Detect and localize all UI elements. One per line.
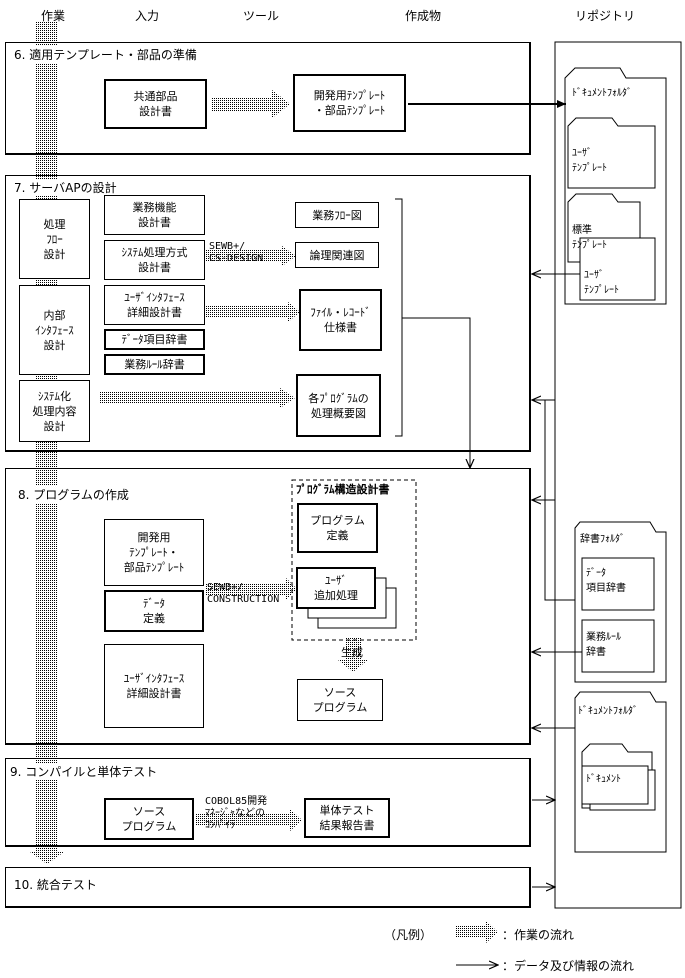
business-flow-diagram: 業務ﾌﾛｰ図	[295, 202, 379, 228]
standard-template-folder	[567, 193, 656, 301]
section-10	[5, 867, 531, 908]
work-flow-arrows-s8	[206, 578, 368, 672]
dev-template-input: 開発用 ﾃﾝﾌﾟﾚｰﾄ・ 部品ﾃﾝﾌﾟﾚｰﾄ	[104, 519, 204, 586]
legend-data-flow: ：データ及び情報の流れ	[502, 959, 635, 973]
generate-label: 生成	[341, 646, 363, 659]
document-folder-1-label: ﾄﾞｷｭﾒﾝﾄﾌｫﾙﾀﾞ	[572, 88, 632, 99]
system-process-method-doc: ｼｽﾃﾑ処理方式 設計書	[104, 240, 205, 280]
dev-template-output: 開発用ﾃﾝﾌﾟﾚｰﾄ ・部品ﾃﾝﾌﾟﾚｰﾄ	[293, 74, 406, 132]
source-program-input: ソース プログラム	[104, 798, 194, 840]
header-repository: リポジトリ	[575, 9, 636, 23]
section-9-title: 9. コンパイルと単体テスト	[9, 763, 159, 780]
repository-column	[554, 41, 682, 909]
user-template-label: ﾕｰｻﾞ ﾃﾝﾌﾟﾚｰﾄ	[572, 148, 607, 174]
business-rule-dictionary: 業務ﾙｰﾙ辞書	[104, 354, 205, 375]
tool-cobol85: COBOL85開発 ﾏﾈｰｼﾞｬなどの ｺﾝﾊﾟｲﾗ	[205, 796, 268, 831]
work-flow-arrow-s6	[212, 90, 290, 118]
section-10-title: 10. 統合テスト	[13, 876, 98, 893]
section-6-title: 6. 適用テンプレート・部品の準備	[13, 46, 198, 63]
legend-title: （凡例）	[384, 928, 433, 942]
dictionary-folder	[574, 521, 667, 683]
document-folder-2	[574, 691, 667, 853]
data-definition: ﾃﾞｰﾀ 定義	[104, 590, 204, 632]
standard-template-label: 標準 ﾃﾝﾌﾟﾚｰﾄ	[572, 225, 607, 251]
program-structure-doc-label: ﾌﾟﾛｸﾞﾗﾑ構造設計書	[296, 483, 390, 496]
logical-relation-diagram: 論理関連図	[295, 242, 379, 268]
business-rule-dictionary-repo: 業務ﾙｰﾙ 辞書	[586, 632, 621, 658]
internal-interface-design: 内部 ｲﾝﾀﾌｪｰｽ 設計	[19, 285, 90, 375]
header-work: 作業	[41, 9, 66, 23]
program-definition: プログラム 定義	[297, 503, 378, 553]
section-8-title: 8. プログラムの作成	[17, 486, 130, 503]
source-program-output: ソース プログラム	[297, 679, 383, 721]
file-record-spec: ﾌｧｲﾙ・ﾚｺｰﾄﾞ 仕様書	[299, 289, 382, 351]
data-item-dictionary: ﾃﾞｰﾀ項目辞書	[104, 329, 205, 350]
header-input: 入力	[135, 9, 160, 23]
systemization-process-design: ｼｽﾃﾑ化 処理内容 設計	[19, 380, 90, 442]
user-template-2-label: ﾕｰｻﾞ ﾃﾝﾌﾟﾚｰﾄ	[584, 270, 619, 296]
process-flow-design: 処理 ﾌﾛｰ 設計	[19, 199, 90, 279]
legend-work-flow-swatch	[456, 921, 498, 943]
work-flow-arrows-s7	[100, 246, 300, 408]
document-folder-2-label: ﾄﾞｷｭﾒﾝﾄﾌｫﾙﾀﾞ	[578, 706, 638, 717]
header-tool: ツール	[243, 9, 280, 23]
legend-work-flow: ：作業の流れ	[502, 928, 575, 942]
unit-test-report: 単体テスト 結果報告書	[304, 798, 390, 838]
section-6	[5, 42, 531, 155]
common-parts-design-doc: 共通部品 設計書	[104, 79, 207, 129]
user-additional-process: ﾕｰｻﾞ 追加処理	[296, 567, 376, 609]
program-structure-group	[291, 479, 417, 641]
ui-detail-design-doc-s8: ﾕｰｻﾞｲﾝﾀﾌｪｰｽ 詳細設計書	[104, 644, 204, 728]
data-item-dictionary-repo: ﾃﾞｰﾀ 項目辞書	[586, 568, 626, 594]
ui-detail-design-doc: ﾕｰｻﾞｲﾝﾀﾌｪｰｽ 詳細設計書	[104, 285, 205, 325]
data-flow-arrows	[402, 100, 582, 965]
user-template-folder	[567, 117, 656, 189]
header-output: 作成物	[405, 9, 442, 23]
section-7	[5, 175, 531, 452]
document-label: ﾄﾞｷｭﾒﾝﾄ	[586, 774, 621, 785]
section-8	[5, 468, 531, 745]
program-overview-diagram: 各ﾌﾟﾛｸﾞﾗﾑの 処理概要図	[296, 374, 381, 437]
work-flow-arrow-s9	[196, 809, 302, 831]
business-function-design-doc: 業務機能 設計書	[104, 195, 205, 235]
section-9	[5, 758, 531, 847]
tool-sewb-construction: SEWB+/ CONSTRUCTION	[207, 582, 280, 605]
section-7-title: 7. サーバAPの設計	[13, 179, 118, 196]
dictionary-folder-label: 辞書ﾌｫﾙﾀﾞ	[580, 534, 625, 545]
tool-sewb-cs-design: SEWB+/ CS-DESIGN	[209, 241, 264, 264]
